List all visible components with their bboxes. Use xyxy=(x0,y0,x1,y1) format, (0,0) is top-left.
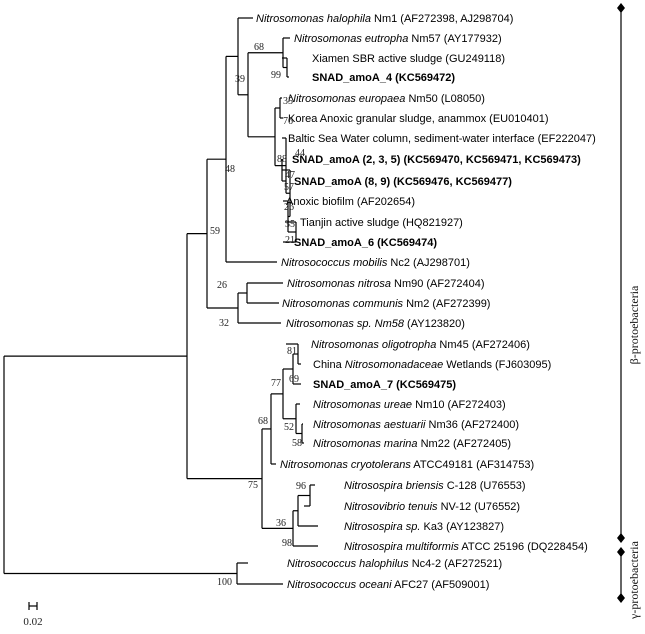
leaf-label: SNAD_amoA (8, 9) (KC569476, KC569477) xyxy=(294,176,512,188)
leaf-label: Nitrosomonas oligotropha Nm45 (AF272406) xyxy=(311,339,530,351)
bootstrap-label: 96 xyxy=(296,481,306,492)
leaf-label: Nitrosovibrio tenuis NV-12 (U76552) xyxy=(344,501,520,513)
scale-bar-label: 0.02 xyxy=(23,616,42,628)
leaf-label: SNAD_amoA_7 (KC569475) xyxy=(313,379,456,391)
bootstrap-label: 47 xyxy=(285,170,295,181)
leaf-label: Nitrosomonas europaea Nm50 (L08050) xyxy=(288,93,485,105)
bootstrap-label: 26 xyxy=(217,280,227,291)
diamond-marker-icon xyxy=(617,547,625,557)
bootstrap-label: 36 xyxy=(276,518,286,529)
leaf-labels: Nitrosomonas halophila Nm1 (AF272398, AJ… xyxy=(256,13,596,591)
bootstrap-label: 98 xyxy=(282,538,292,549)
bootstrap-label: 57 xyxy=(284,182,294,193)
leaf-label: Nitrosomonas ureae Nm10 (AF272403) xyxy=(313,399,506,411)
diamond-marker-icon xyxy=(617,593,625,603)
bootstrap-label: 75 xyxy=(248,480,258,491)
leaf-label: Nitrosomonas nitrosa Nm90 (AF272404) xyxy=(287,278,484,290)
bootstrap-label: 39 xyxy=(235,74,245,85)
bootstrap-label: 35 xyxy=(283,96,293,107)
leaf-label: Nitrosomonas sp. Nm58 (AY123820) xyxy=(286,318,465,330)
leaf-label: Nitrosomonas halophila Nm1 (AF272398, AJ… xyxy=(256,13,513,25)
bootstrap-label: 48 xyxy=(225,164,235,175)
leaf-label: SNAD_amoA (2, 3, 5) (KC569470, KC569471,… xyxy=(292,154,581,166)
bootstrap-label: 58 xyxy=(292,438,302,449)
diamond-marker-icon xyxy=(617,3,625,13)
leaf-label: Tianjin active sludge (HQ821927) xyxy=(300,217,463,229)
scale-bar xyxy=(28,602,38,610)
diamond-marker-icon xyxy=(617,533,625,543)
leaf-label: Nitrosospira multiformis ATCC 25196 (DQ2… xyxy=(344,541,588,553)
leaf-label: Nitrosomonas communis Nm2 (AF272399) xyxy=(282,298,490,310)
beta-group-bracket xyxy=(617,3,625,543)
leaf-label: Nitrosococcus oceani AFC27 (AF509001) xyxy=(287,579,489,591)
leaf-label: Nitrosospira briensis C-128 (U76553) xyxy=(344,480,526,492)
leaf-label: Korea Anoxic granular sludge, anammox (E… xyxy=(288,113,548,125)
leaf-label: Nitrosomonas aestuarii Nm36 (AF272400) xyxy=(313,419,519,431)
bootstrap-label: 21 xyxy=(285,235,295,246)
bootstrap-label: 44 xyxy=(295,148,305,159)
leaf-label: SNAD_amoA_4 (KC569472) xyxy=(312,72,455,84)
bootstrap-label: 99 xyxy=(271,70,281,81)
leaf-label: Nitrosospira sp. Ka3 (AY123827) xyxy=(344,521,504,533)
leaf-label: Nitrosococcus halophilus Nc4-2 (AF272521… xyxy=(287,558,502,570)
leaf-label: Nitrosomonas eutropha Nm57 (AY177932) xyxy=(294,33,502,45)
bootstrap-label: 26 xyxy=(284,202,294,213)
bootstrap-label: 100 xyxy=(217,577,232,588)
leaf-label: Baltic Sea Water column, sediment-water … xyxy=(288,133,596,145)
leaf-label: China Nitrosomonadaceae Wetlands (FJ6030… xyxy=(313,359,551,371)
leaf-label: Nitrosococcus mobilis Nc2 (AJ298701) xyxy=(281,257,470,269)
bootstrap-label: 77 xyxy=(271,378,281,389)
leaf-label: Nitrosomonas marina Nm22 (AF272405) xyxy=(313,438,511,450)
bootstrap-label: 52 xyxy=(284,422,294,433)
bootstrap-label: 68 xyxy=(254,42,264,53)
leaf-label: Xiamen SBR active sludge (GU249118) xyxy=(312,53,505,65)
bootstrap-label: 81 xyxy=(287,346,297,357)
beta-group-label: β-protoebacteria xyxy=(627,285,641,364)
bootstrap-label: 68 xyxy=(258,416,268,427)
gamma-group-bracket xyxy=(617,547,625,603)
bootstrap-label: 69 xyxy=(289,374,299,385)
bootstrap-label: 76 xyxy=(283,116,293,127)
leaf-label: Anoxic biofilm (AF202654) xyxy=(286,196,415,208)
leaf-label: SNAD_amoA_6 (KC569474) xyxy=(294,237,437,249)
bootstrap-label: 35 xyxy=(285,219,295,230)
leaf-label: Nitrosomonas cryotolerans ATCC49181 (AF3… xyxy=(280,459,534,471)
gamma-group-label: γ-protoebacteria xyxy=(627,540,641,620)
tree-branches xyxy=(3,17,318,585)
bootstrap-label: 88 xyxy=(277,154,287,165)
bootstrap-label: 59 xyxy=(210,226,220,237)
bootstrap-label: 32 xyxy=(219,318,229,329)
